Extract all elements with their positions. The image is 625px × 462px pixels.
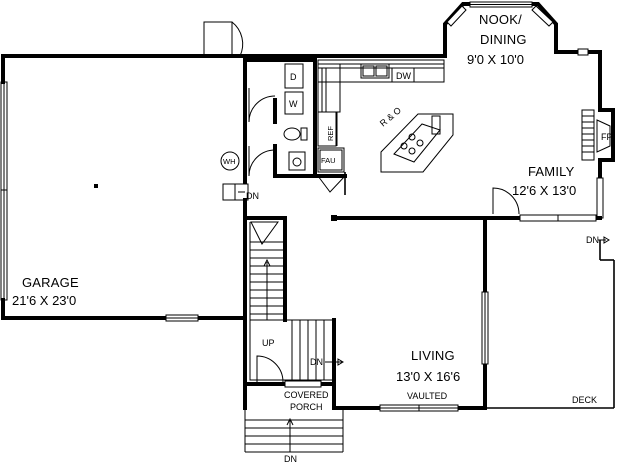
family-right-window [596,177,604,219]
hall-post [331,215,337,221]
sink-icon [288,151,306,171]
refrigerator-label: REF [326,126,335,141]
kitchen-sink-icon [360,63,390,79]
family-door-swing [492,187,520,215]
furnace-box [317,147,345,173]
entry-down-label: DN [310,357,323,367]
fireplace [581,108,615,162]
up-label: UP [262,338,275,348]
garage-window [165,314,199,322]
garage-down-label: DN [246,191,259,201]
nook-bay-windows [446,1,554,27]
laundry-door-swing [248,88,276,123]
exterior-door-box [203,21,244,57]
nook-name-line1: NOOK/ [479,12,522,27]
deck-down-label: DN [586,235,599,245]
kitchen-island [380,113,454,173]
porch-down-label: DN [284,454,297,462]
porch-name-line1: COVERED [284,390,329,400]
stairs [243,216,287,322]
fireplace-label: FP [601,132,613,142]
deck-outline [487,240,615,409]
dryer-box [284,63,304,89]
nook-top-window [577,48,589,56]
furnace-label: FAU [321,156,336,165]
garage-house-door [222,183,249,201]
nook-size: 9'0 X 10'0 [467,52,524,67]
garage-center-mark [94,184,98,188]
dishwasher-label: DW [396,71,411,81]
dryer-label: D [290,72,297,82]
bath-door-swing [248,146,276,177]
living-note: VAULTED [407,391,448,401]
living-size: 13'0 X 16'6 [396,369,460,384]
living-name: LIVING [411,348,455,363]
nook-name-line2: DINING [480,32,527,47]
garage-door [0,81,8,301]
washer-label: W [289,99,298,109]
utility-walls [243,54,317,178]
water-heater-icon [220,151,240,171]
family-name: FAMILY [528,164,575,179]
deck-name: DECK [572,395,597,405]
range-oven-label: R & O [378,105,403,128]
porch-name-line2: PORCH [290,402,323,412]
family-size: 12'6 X 13'0 [512,183,576,198]
washer-box [284,91,304,115]
water-heater-label: WH [223,157,236,166]
entry-stairs [249,319,335,383]
toilet-icon [283,127,308,141]
garage-name: GARAGE [22,275,79,290]
porch [243,380,344,453]
garage-size: 21'6 X 23'0 [12,293,76,308]
